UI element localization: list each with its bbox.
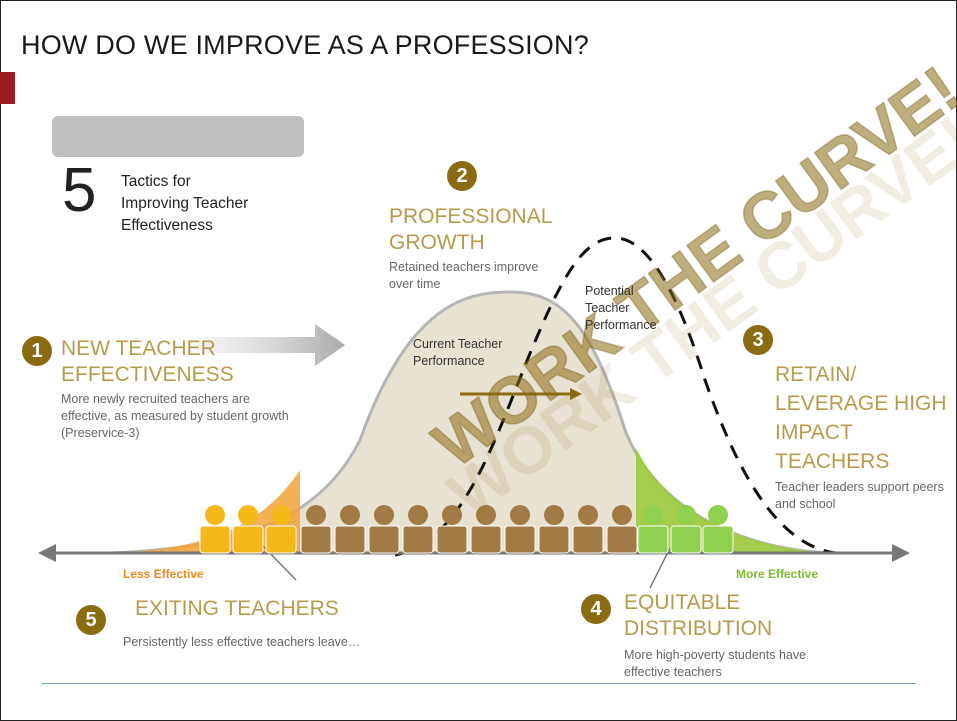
teacher-figure-head bbox=[544, 505, 564, 525]
teacher-figure-body bbox=[368, 525, 400, 554]
axis-right-arrowhead bbox=[892, 544, 910, 562]
teacher-figure-body bbox=[670, 525, 702, 554]
tactics-intro-text: Tactics for Improving Teacher Effectiven… bbox=[121, 173, 249, 234]
teacher-figure-body bbox=[702, 525, 734, 554]
tactics-count: 5 bbox=[62, 156, 97, 225]
teacher-figure-body bbox=[402, 525, 434, 554]
tactic-2-description: Retained teachers improve over time bbox=[389, 260, 539, 291]
slide-title: HOW DO WE IMPROVE AS A PROFESSION? bbox=[21, 30, 589, 60]
teacher-figure-body bbox=[637, 525, 669, 554]
teacher-figure-head bbox=[374, 505, 394, 525]
tactic-4-badge: 4 bbox=[581, 594, 611, 624]
shift-arrow-head bbox=[570, 388, 582, 400]
teacher-figure-head bbox=[612, 505, 632, 525]
tactic-5-heading: EXITING TEACHERS bbox=[135, 597, 339, 620]
teacher-figure-head bbox=[578, 505, 598, 525]
teacher-figure-head bbox=[442, 505, 462, 525]
teacher-figure-body bbox=[572, 525, 604, 554]
teacher-figures bbox=[199, 505, 734, 554]
axis-left-arrowhead bbox=[38, 544, 56, 562]
teacher-figure-head bbox=[676, 505, 696, 525]
current-performance-label: Current Teacher Performance bbox=[413, 337, 503, 368]
tactic-3-heading: RETAIN/ LEVERAGE HIGH IMPACT TEACHERS bbox=[775, 363, 947, 473]
growth-arrow bbox=[120, 324, 345, 366]
tactic-3-badge: 3 bbox=[743, 325, 773, 355]
teacher-figure-body bbox=[470, 525, 502, 554]
teacher-figure-head bbox=[408, 505, 428, 525]
teacher-figure-head bbox=[708, 505, 728, 525]
tactic-1-heading: NEW TEACHER EFFECTIVENESS bbox=[61, 337, 234, 386]
teacher-figure-body bbox=[334, 525, 366, 554]
teacher-figure-head bbox=[271, 505, 291, 525]
potential-performance-label: Potential Teacher Performance bbox=[585, 284, 657, 332]
teacher-figure-body bbox=[504, 525, 536, 554]
accent-bar bbox=[0, 72, 15, 104]
teacher-figure-head bbox=[643, 505, 663, 525]
footer-divider bbox=[42, 683, 916, 684]
teacher-figure-body bbox=[538, 525, 570, 554]
potential-performance-curve bbox=[394, 236, 836, 557]
tactic-1-badge: 1 bbox=[22, 336, 52, 366]
teacher-figure-body bbox=[606, 525, 638, 554]
tactic-1-description: More newly recruited teachers are effect… bbox=[61, 392, 289, 440]
tactic-2-badge: 2 bbox=[447, 161, 477, 191]
tactic-2-heading: PROFESSIONAL GROWTH bbox=[389, 205, 552, 254]
more-effective-label: More Effective bbox=[736, 567, 819, 581]
teacher-figure-head bbox=[205, 505, 225, 525]
teacher-figure-body bbox=[199, 525, 231, 554]
header-placeholder-bar bbox=[52, 116, 304, 157]
teacher-figure-head bbox=[476, 505, 496, 525]
tactic-4-heading: EQUITABLE DISTRIBUTION bbox=[624, 591, 773, 640]
tactic-3-description: Teacher leaders support peers and school bbox=[775, 480, 944, 511]
tactic-5-description: Persistently less effective teachers lea… bbox=[123, 635, 361, 649]
teacher-figure-head bbox=[306, 505, 326, 525]
teacher-figure-head bbox=[340, 505, 360, 525]
teacher-figure-body bbox=[265, 525, 297, 554]
teacher-figure-head bbox=[510, 505, 530, 525]
tactic-4-description: More high-poverty students have effectiv… bbox=[624, 648, 807, 679]
teacher-figure-body bbox=[300, 525, 332, 554]
teacher-figure-head bbox=[238, 505, 258, 525]
pointer-equitable bbox=[649, 547, 671, 589]
less-effective-label: Less Effective bbox=[123, 567, 204, 581]
tactic-5-badge: 5 bbox=[76, 605, 106, 635]
teacher-figure-body bbox=[232, 525, 264, 554]
teacher-figure-body bbox=[436, 525, 468, 554]
